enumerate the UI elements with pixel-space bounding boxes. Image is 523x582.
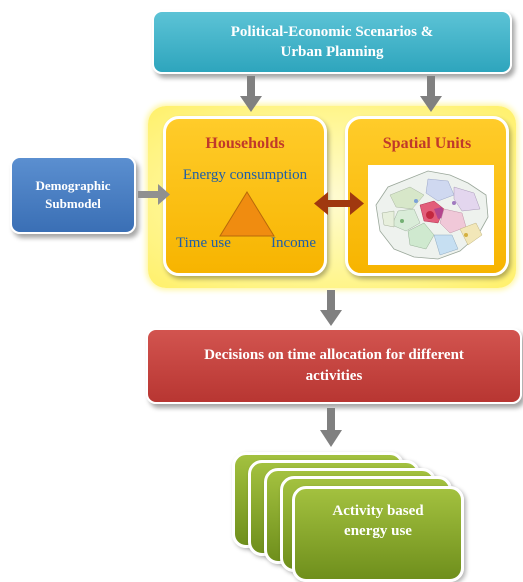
arrow-panel-to-decisions: [320, 290, 342, 326]
arrow-households-spatial-bidirectional: [314, 192, 364, 215]
scenarios-line1: Political-Economic Scenarios &: [230, 24, 434, 40]
decisions-line1: Decisions on time allocation for differe…: [204, 347, 464, 363]
demographic-line2: Submodel: [45, 196, 101, 211]
arrow-decisions-to-activity: [320, 408, 342, 447]
income-label: Income: [271, 235, 316, 251]
scenarios-box: Political-Economic Scenarios & Urban Pla…: [152, 10, 512, 74]
scenarios-line2: Urban Planning: [280, 44, 384, 60]
spatial-units-title: Spatial Units: [382, 135, 472, 152]
triangle-icon: [219, 191, 275, 237]
decisions-line2: activities: [305, 368, 363, 384]
demographic-line1: Demographic: [35, 178, 111, 193]
spatial-map-image: [368, 165, 494, 265]
decisions-box: Decisions on time allocation for differe…: [146, 328, 522, 404]
spatial-units-box: Spatial Units: [345, 116, 509, 276]
arrow-scenarios-to-spatial: [420, 76, 442, 112]
time-use-label: Time use: [176, 235, 231, 251]
demographic-submodel-box: Demographic Submodel: [10, 156, 136, 234]
activity-card-front: Activity based energy use: [292, 486, 464, 582]
energy-consumption-label: Energy consumption: [182, 167, 308, 183]
arrow-demographic-to-households: [138, 184, 170, 205]
households-title: Households: [205, 135, 285, 152]
activity-line2: energy use: [344, 523, 412, 539]
arrow-scenarios-to-households: [240, 76, 262, 112]
households-box: Households Energy consumption Time use I…: [163, 116, 327, 276]
activity-line1: Activity based: [332, 503, 424, 519]
